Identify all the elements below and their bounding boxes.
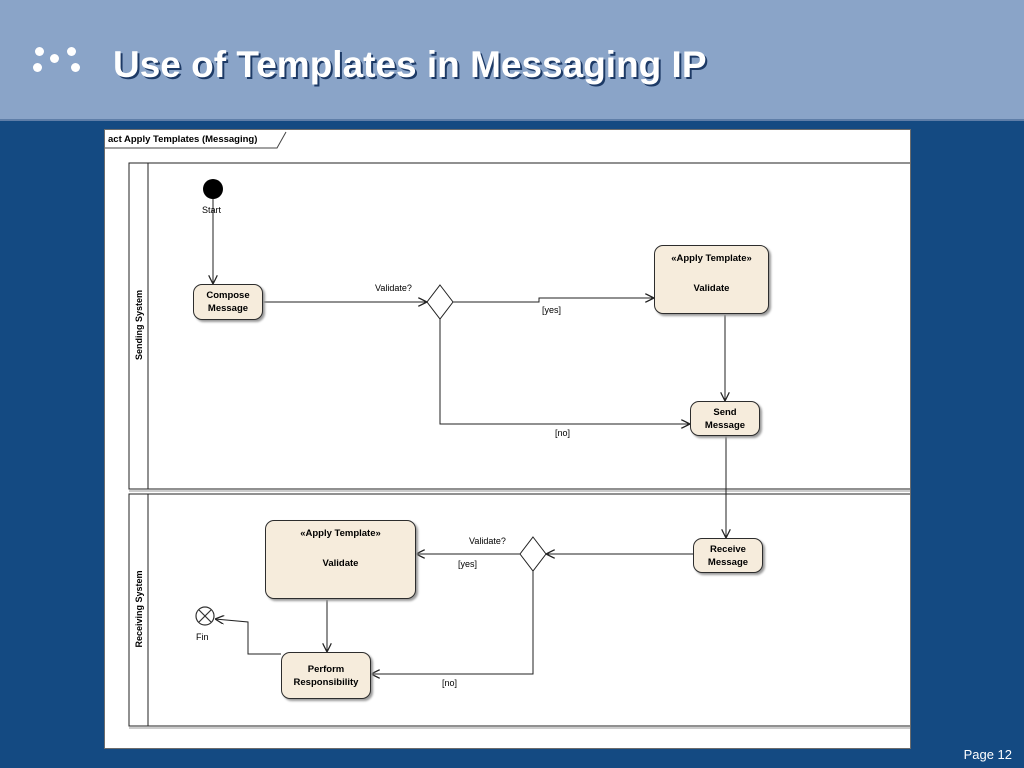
stereotype-label: «Apply Template» <box>671 253 752 264</box>
flow-no-send <box>439 319 690 424</box>
guard-yes-recv: [yes] <box>458 559 478 569</box>
flow-yes-validate <box>453 298 654 303</box>
action-label-line1: Receive <box>710 543 746 555</box>
start-node <box>203 179 223 199</box>
frame-tab <box>105 131 287 149</box>
guard-validate-recv: Validate? <box>469 536 506 546</box>
lane-sending <box>128 162 910 490</box>
page-number: Page 12 <box>963 747 1012 762</box>
action-label: Validate <box>693 283 730 294</box>
final-label: Fin <box>196 632 209 642</box>
action-label-line2: Message <box>207 303 249 314</box>
action-label-line2: Message <box>704 419 746 431</box>
slide-title: Use of Templates in Messaging IP <box>113 44 707 85</box>
decision-send <box>426 284 454 320</box>
swimlanes <box>128 162 910 729</box>
guard-validate-send: Validate? <box>375 283 412 293</box>
stereotype-label: «Apply Template» <box>300 528 381 539</box>
lane-label-receiving: Receiving System <box>134 570 144 648</box>
header-divider <box>0 119 1024 121</box>
lane-receiving <box>128 493 910 727</box>
start-label: Start <box>202 205 222 215</box>
flow-no-perform <box>371 571 534 674</box>
diagram-canvas <box>105 131 910 729</box>
action-label: Validate <box>322 558 359 569</box>
final-node <box>195 606 215 626</box>
slide-header <box>0 0 1024 119</box>
guard-no-send: [no] <box>555 428 571 438</box>
control-flows <box>213 199 726 674</box>
action-label-line1: Send <box>713 406 737 418</box>
action-perform-responsibility: Perform Responsibility <box>281 652 371 699</box>
guard-no-recv: [no] <box>442 678 458 688</box>
action-label-line1: Compose <box>206 290 250 301</box>
title-bullet-icon <box>33 44 85 80</box>
action-send-message: Send Message <box>690 401 760 436</box>
guard-yes-send: [yes] <box>542 305 562 315</box>
action-validate-receive: «Apply Template» Validate <box>265 520 416 599</box>
decision-recv <box>519 536 547 572</box>
lane-label-sending: Sending System <box>134 289 144 361</box>
action-receive-message: Receive Message <box>693 538 763 573</box>
flow-perform-final <box>215 619 281 655</box>
action-validate-send: «Apply Template» Validate <box>654 245 769 314</box>
action-label-line2: Message <box>707 556 749 568</box>
action-label-line2: Responsibility <box>293 676 359 688</box>
action-compose-message: Compose Message <box>193 284 263 320</box>
action-label-line1: Perform <box>307 663 345 675</box>
activity-diagram: act Apply Templates (Messaging) Sending … <box>104 129 911 749</box>
frame-label: act Apply Templates (Messaging) <box>108 134 258 145</box>
